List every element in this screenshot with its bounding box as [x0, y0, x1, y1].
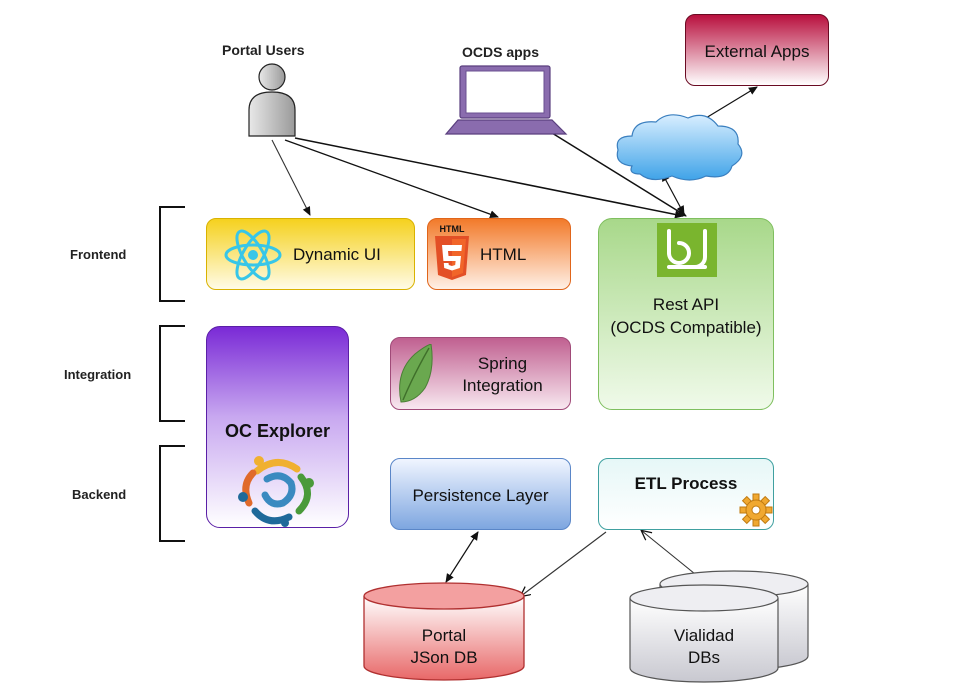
- arrow-etl-to-db: [521, 531, 607, 596]
- etl-process-box: ETL Process: [598, 458, 774, 530]
- portal-db-cylinder: [363, 582, 525, 681]
- ocds-apps-label: OCDS apps: [462, 44, 540, 60]
- dynamic-ui-box: Dynamic UI: [206, 218, 415, 290]
- spring-label-line2: Integration: [462, 376, 543, 395]
- arrow-user-to-dynamic-ui: [271, 139, 311, 216]
- html-label: HTML: [480, 245, 527, 264]
- arrow-persistence-to-db: [445, 531, 479, 583]
- spring-label-line1: Spring: [477, 354, 528, 373]
- oc-explorer-label: OC Explorer: [224, 421, 331, 441]
- vialidad-db-label-line1: Vialidad: [673, 626, 735, 645]
- arrow-cloud-to-rest-api: [661, 172, 685, 215]
- bracket-frontend: [159, 206, 185, 302]
- layer-label-frontend: Frontend: [70, 247, 127, 262]
- oc-explorer-logo-icon: [238, 456, 314, 527]
- persistence-layer-label: Persistence Layer: [412, 486, 549, 505]
- layer-label-integration: Integration: [64, 367, 132, 382]
- portal-db-label-line1: Portal: [421, 626, 467, 645]
- layer-label-backend: Backend: [72, 487, 127, 502]
- html-box: HTML HTML: [427, 218, 571, 290]
- spring-integration-box: Spring Integration: [390, 337, 571, 410]
- rest-api-label-line2: (OCDS Compatible): [610, 318, 762, 337]
- html5-badge-text: HTML: [440, 224, 465, 234]
- arrow-vialidad-to-etl: [642, 531, 701, 579]
- oc-explorer-box: OC Explorer: [206, 326, 349, 528]
- react-icon: [224, 229, 282, 281]
- spring-leaf-icon: [399, 344, 433, 403]
- vialidad-db-label-line2: DBs: [687, 648, 721, 667]
- laptop-icon: [444, 65, 568, 135]
- gear-icon: [739, 493, 773, 527]
- etl-process-label: ETL Process: [634, 474, 738, 493]
- bracket-backend: [159, 445, 185, 542]
- html5-icon: HTML: [435, 224, 469, 280]
- arrow-user-to-rest-api: [294, 137, 684, 219]
- cloud-icon: [616, 114, 743, 181]
- external-apps-label: External Apps: [704, 42, 810, 61]
- portal-db-label-line2: JSon DB: [410, 648, 478, 667]
- rest-api-icon: [657, 223, 717, 277]
- arrow-user-to-html: [284, 139, 499, 219]
- rest-api-box: Rest API (OCDS Compatible): [598, 218, 774, 410]
- bracket-integration: [159, 325, 185, 422]
- user-icon: [248, 63, 296, 137]
- portal-users-label: Portal Users: [222, 42, 305, 58]
- vialidad-db-cylinders: [629, 570, 809, 683]
- persistence-layer-box: Persistence Layer: [390, 458, 571, 530]
- external-apps-box: External Apps: [685, 14, 829, 86]
- rest-api-label-line1: Rest API: [652, 295, 720, 314]
- dynamic-ui-label: Dynamic UI: [293, 245, 381, 264]
